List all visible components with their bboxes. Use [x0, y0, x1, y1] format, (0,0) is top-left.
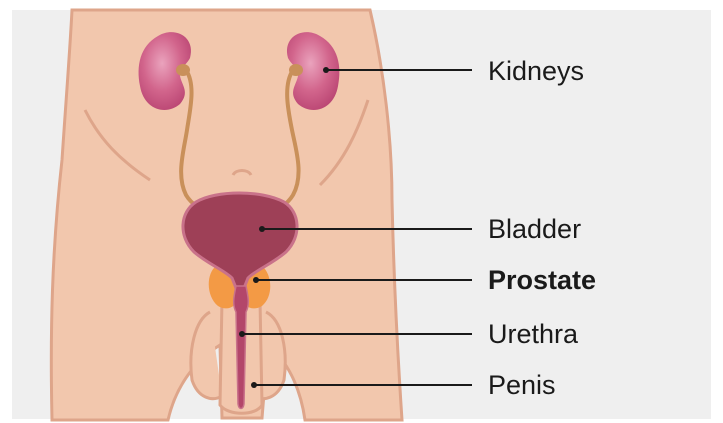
- label-bladder: Bladder: [488, 214, 581, 244]
- label-kidneys: Kidneys: [488, 56, 584, 86]
- label-urethra: Urethra: [488, 319, 578, 349]
- label-prostate: Prostate: [488, 265, 596, 295]
- label-penis: Penis: [488, 370, 556, 400]
